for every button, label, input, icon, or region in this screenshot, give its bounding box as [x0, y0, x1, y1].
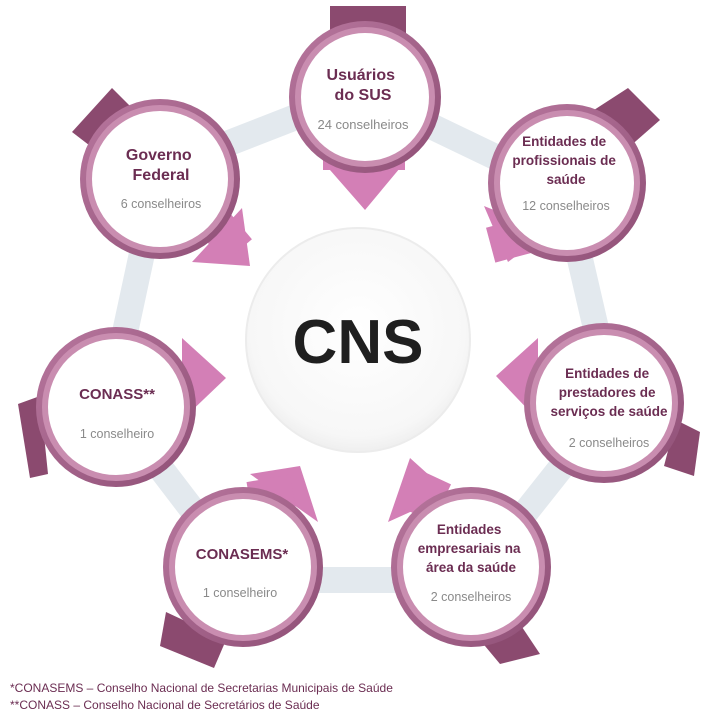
- node-title-line: Entidades: [437, 522, 502, 537]
- node-conass: CONASS** 1 conselheiro: [18, 327, 226, 487]
- node-count: 6 conselheiros: [121, 197, 202, 211]
- svg-text:Governo Federal: Governo Federal: [126, 147, 196, 184]
- node-title-line: Usuários: [327, 67, 396, 84]
- node-count: 1 conselheiro: [203, 586, 277, 600]
- node-title-line: serviços de saúde: [550, 404, 668, 419]
- node-count: 2 conselheiros: [431, 590, 512, 604]
- footnote-conass: **CONASS – Conselho Nacional de Secretár…: [10, 698, 320, 712]
- arrow-down-icon: [323, 162, 405, 210]
- node-title-line: Governo: [126, 147, 192, 164]
- center-circle: [245, 227, 471, 453]
- node-count: 2 conselheiros: [569, 436, 650, 450]
- node-title-line: Entidades de: [565, 366, 650, 381]
- arrow-back-shape: [594, 88, 660, 148]
- svg-text:Entidades de profissiona: Entidades de profissionais de saúde: [512, 134, 619, 187]
- node-title-line: saúde: [546, 172, 586, 187]
- svg-text:Entidades empresariais n: Entidades empresariais na área da saúde: [418, 522, 525, 575]
- node-title-line: CONASEMS*: [196, 546, 289, 563]
- node-face: [48, 339, 184, 475]
- node-count: 1 conselheiro: [80, 427, 154, 441]
- node-entidades-empresariais: Entidades empresariais na área da saúde …: [388, 458, 551, 664]
- node-face: [536, 335, 672, 471]
- node-face: [175, 499, 311, 635]
- node-title-line: Federal: [133, 167, 190, 184]
- node-title-line: CONASS**: [79, 386, 155, 403]
- arrow-back-shape: [72, 88, 136, 152]
- svg-text:CONASEMS*: CONASEMS*: [196, 546, 289, 563]
- node-entidades-prestadores: Entidades de prestadores de serviços de …: [496, 323, 700, 483]
- footnotes: *CONASEMS – Conselho Nacional de Secreta…: [10, 680, 710, 714]
- node-count: 24 conselheiros: [317, 117, 409, 132]
- node-face: [301, 33, 429, 161]
- svg-text:Entidades de prestadores: Entidades de prestadores de serviços de …: [550, 366, 668, 419]
- svg-text:CONASS**: CONASS**: [79, 386, 155, 403]
- svg-text:Usuários do SUS: Usuários do SUS: [327, 67, 400, 104]
- node-title-line: do SUS: [335, 87, 392, 104]
- node-title-line: empresariais na: [418, 541, 521, 556]
- node-face: [403, 499, 539, 635]
- node-title-line: área da saúde: [426, 560, 517, 575]
- node-usuarios-sus: Usuários do SUS 24 conselheiros: [289, 6, 441, 210]
- node-title-line: profissionais de: [512, 153, 616, 168]
- arrow-back-shape: [160, 612, 226, 668]
- node-face: [500, 116, 634, 250]
- node-title-line: prestadores de: [559, 385, 656, 400]
- footnote-conasems: *CONASEMS – Conselho Nacional de Secreta…: [10, 681, 393, 695]
- node-entidades-profissionais: Entidades de profissionais de saúde 12 c…: [484, 88, 660, 263]
- node-count: 12 conselheiros: [522, 199, 610, 213]
- center-label: CNS: [293, 308, 424, 377]
- node-face: [92, 111, 228, 247]
- node-title-line: Entidades de: [522, 134, 607, 149]
- node-governo-federal: Governo Federal 6 conselheiros: [72, 88, 252, 266]
- node-conasems: CONASEMS* 1 conselheiro: [160, 466, 323, 668]
